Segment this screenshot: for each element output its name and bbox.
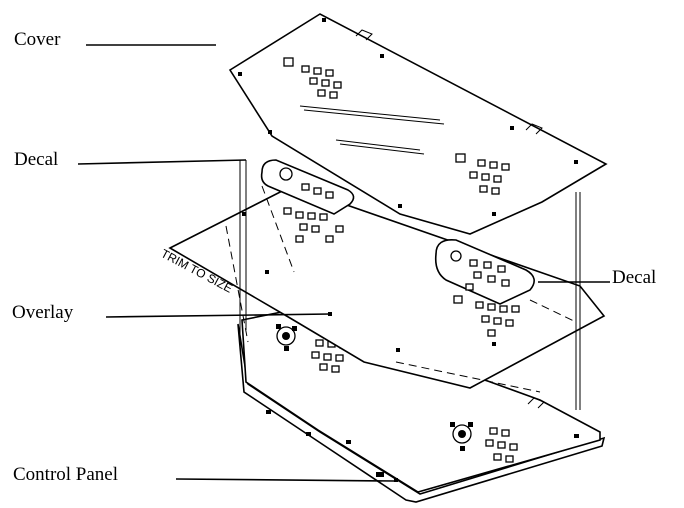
label-decal-right: Decal	[612, 267, 657, 288]
cover-keys-left	[283, 57, 342, 99]
decal-left-part	[260, 159, 355, 215]
leader-control-panel	[175, 478, 395, 482]
overlay-part: TRIM TO SIZE	[159, 185, 606, 389]
alignment-lines	[225, 160, 581, 410]
label-cover: Cover	[14, 29, 61, 50]
label-control-panel: Control Panel	[13, 464, 119, 485]
overlay-keys	[295, 211, 520, 337]
decal-right-part	[434, 238, 535, 305]
control-panel-buttons-right	[450, 422, 518, 463]
label-decal-left: Decal	[14, 149, 59, 170]
cover-keys-right	[455, 153, 510, 195]
label-overlay: Overlay	[12, 302, 74, 323]
cover-part	[228, 13, 608, 235]
leader-overlay	[105, 313, 331, 318]
leader-decal-left	[77, 159, 247, 165]
